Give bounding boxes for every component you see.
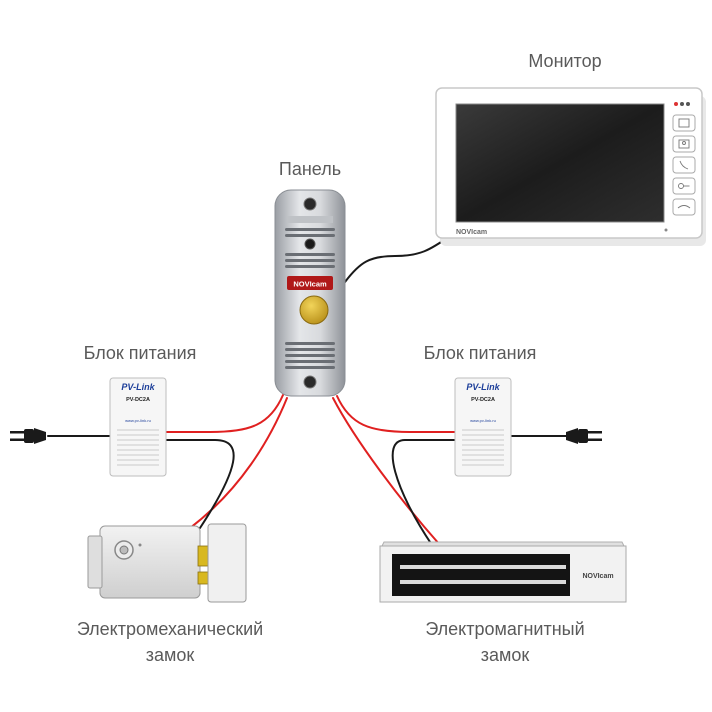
lock-left-label: Электромеханический замок [35,616,305,668]
psu-left-url: www.pv-link.ru [125,418,151,423]
panel-camera-icon [304,238,316,250]
panel-brand-logo: NOVIcam [293,280,327,289]
monitor-button-door-icon[interactable] [672,114,696,132]
panel-screw-top-icon [303,197,317,211]
monitor-button-contacts-icon[interactable] [672,135,696,153]
electromagnetic-lock: NOVIcam [379,541,627,603]
panel-screw-bottom-icon [303,375,317,389]
psu-right-brand: PV-Link [466,382,500,392]
monitor-brand-logo: NOVIcam [456,229,487,236]
psu-right-model: PV-DC2A [471,397,495,403]
wire-monitor-panel [344,235,451,283]
lock-right-label-line2: замок [480,645,530,665]
panel-call-button[interactable] [299,295,329,325]
lock-right-label: Электромагнитный замок [380,616,630,668]
psu-right: PV-Link PV-DC2A www.pv-link.ru [454,377,512,477]
panel-label: Панель [278,159,342,179]
panel-brand-badge [287,276,333,290]
panel-speaker-grille-top [285,228,335,268]
psu-left-model: PV-DC2A [126,397,150,403]
lock-left-label-line2: замок [145,645,195,665]
psu-left-label: Блок питания [83,343,197,363]
monitor: NOVIcam [435,87,706,246]
maglock-brand-logo: NOVIcam [582,573,613,580]
lock-left-label-line1: Электромеханический [76,619,264,639]
plug-left-icon [10,428,46,444]
wires [47,235,569,546]
psu-left-brand: PV-Link [121,382,155,392]
monitor-label: Монитор [528,51,602,71]
door-panel: NOVIcam [274,189,346,397]
monitor-led-icon [674,102,678,106]
wire-psu-lock-right-black [391,439,456,546]
wire-panel-lock-right-red [332,397,441,546]
monitor-button-phone-icon[interactable] [672,156,696,174]
wire-panel-lock-left-red [189,397,288,529]
electromechanical-lock [87,523,247,603]
plug-right-icon [566,428,602,444]
wire-panel-psu-right-red [336,395,456,433]
monitor-button-hangup-icon[interactable] [672,198,696,216]
psu-right-url: www.pv-link.ru [470,418,496,423]
psu-left: PV-Link PV-DC2A www.pv-link.ru [109,377,167,477]
monitor-screen [455,103,665,223]
monitor-buttons [672,114,696,216]
psu-right-label: Блок питания [423,343,537,363]
lock-right-label-line1: Электромагнитный [425,619,585,639]
panel-speaker-grille-bottom [285,342,335,369]
wire-psu-lock-left-black [164,439,235,529]
wire-panel-psu-left-red [164,394,284,433]
